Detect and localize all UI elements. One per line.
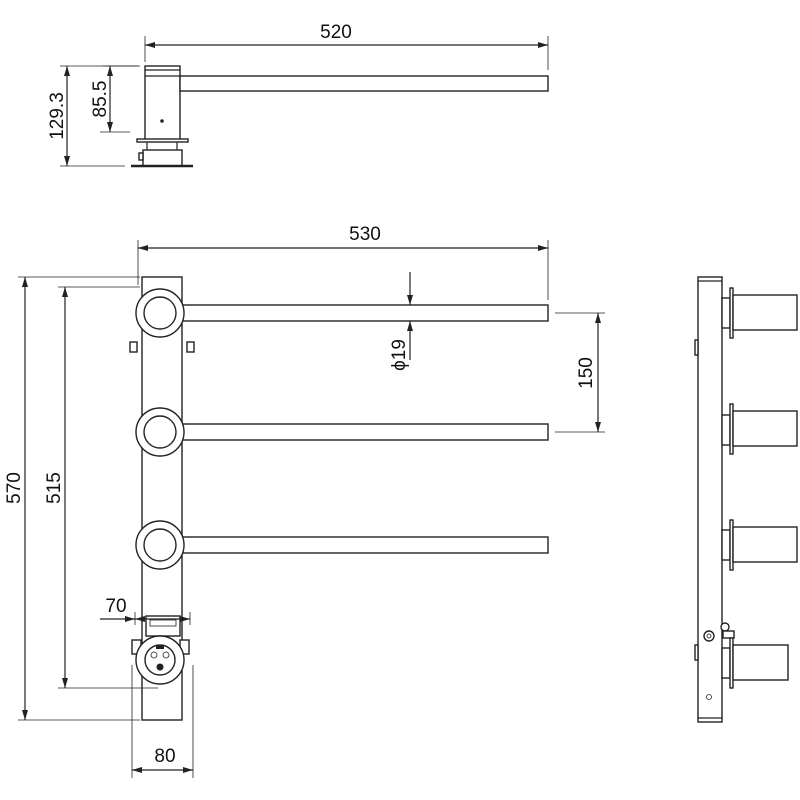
dimension-label-80: 80 — [154, 746, 175, 767]
dimension-label-570: 570 — [4, 472, 25, 504]
top-bar — [179, 75, 549, 92]
dimension-label-150: 150 — [576, 357, 597, 389]
dimension-label-530: 530 — [349, 224, 381, 245]
towel-bar-1 — [135, 288, 549, 338]
side-peg-3 — [721, 519, 798, 571]
dimension-label-70: 70 — [105, 596, 126, 617]
top-view: 520 129.3 85.5 — [47, 22, 549, 168]
top-body — [144, 65, 181, 141]
front-view: 530 ϕ19 150 570 515 — [4, 224, 605, 778]
dimension-label-85-5: 85.5 — [90, 81, 111, 118]
dimension-label-diameter: ϕ19 — [389, 339, 410, 371]
side-column — [697, 276, 723, 723]
towel-bar-3 — [135, 520, 549, 570]
junction-box — [131, 615, 190, 685]
dimension-label-520: 520 — [320, 22, 352, 43]
side-peg-4 — [721, 637, 789, 689]
side-view — [694, 276, 798, 723]
side-peg-2 — [721, 403, 798, 455]
towel-bar-2 — [135, 407, 549, 457]
dimension-label-129-3: 129.3 — [47, 92, 68, 140]
dimension-label-515: 515 — [44, 472, 65, 504]
side-peg-1 — [721, 287, 798, 339]
